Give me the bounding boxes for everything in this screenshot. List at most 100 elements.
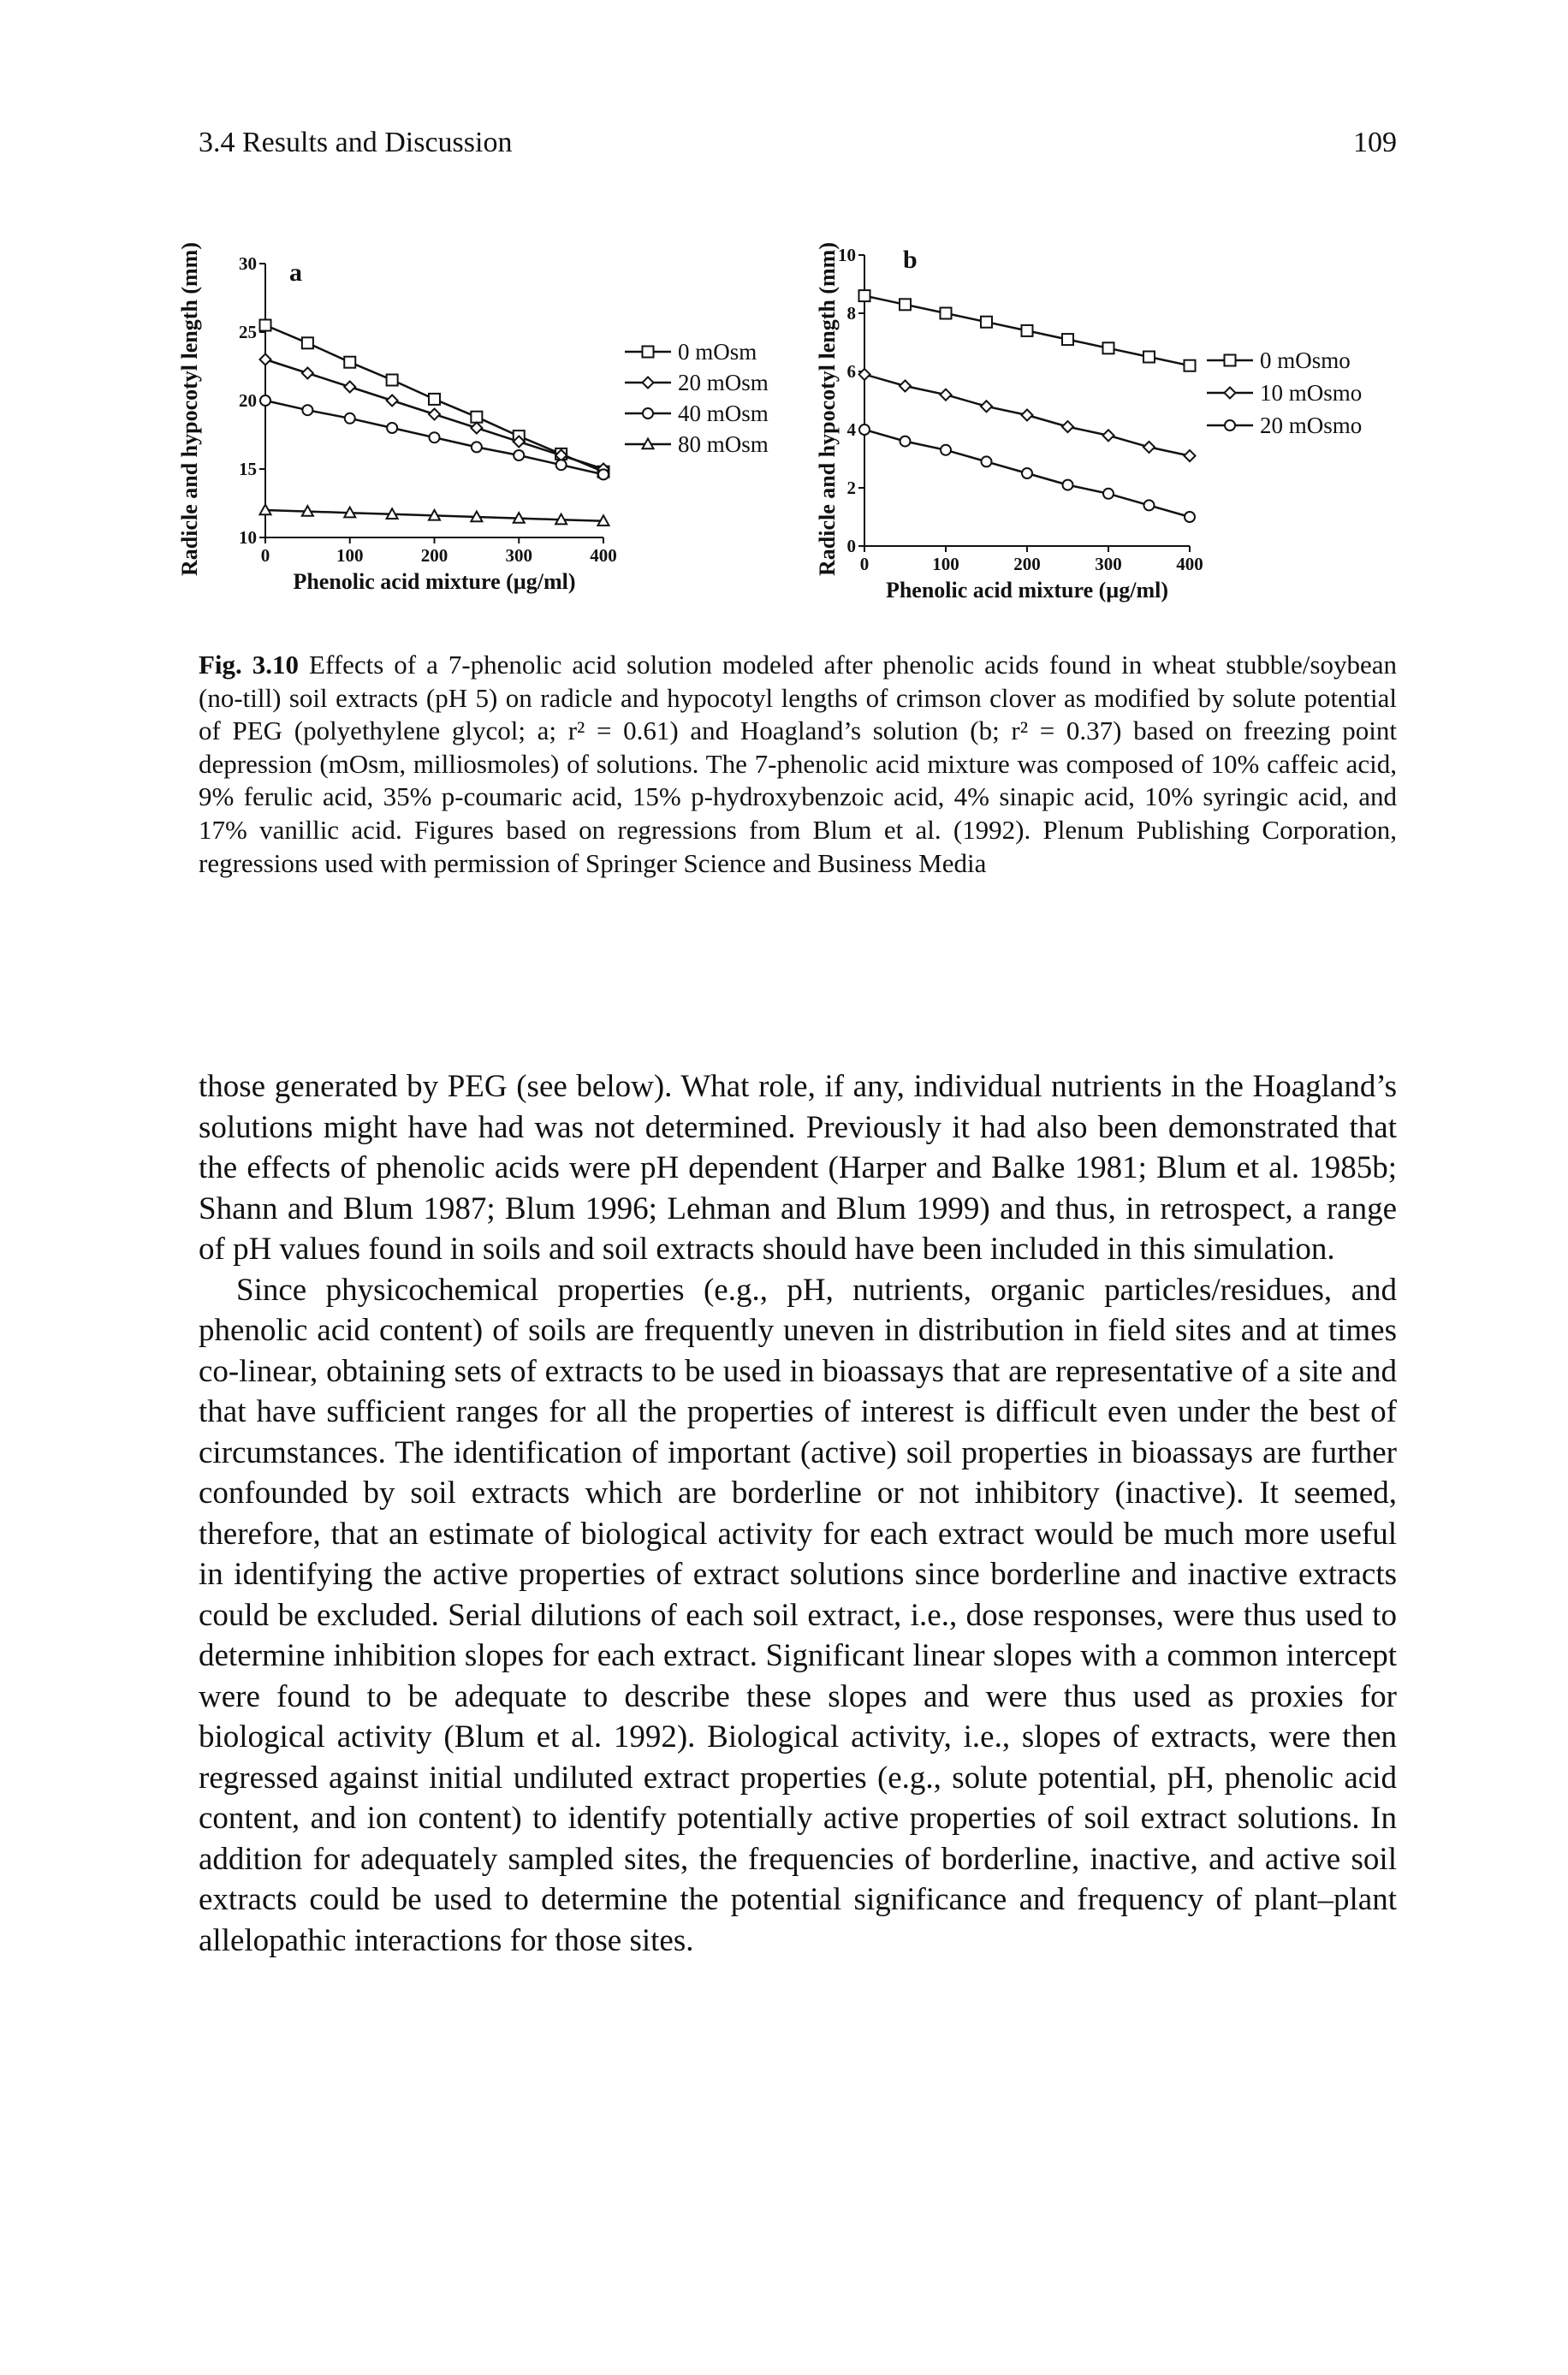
data-point (427, 508, 442, 521)
x-tick-label: 200 (1013, 554, 1041, 574)
paragraph: those generated by PEG (see below). What… (199, 1069, 1397, 1267)
legend-label: 20 mOsm (678, 370, 769, 395)
data-point (512, 435, 526, 448)
legend-label: 80 mOsm (678, 431, 769, 457)
data-point (342, 380, 357, 394)
data-point (979, 399, 994, 413)
data-point (470, 410, 484, 424)
data-point (980, 455, 993, 468)
legend-label: 0 mOsmo (1260, 347, 1351, 373)
data-point (258, 318, 272, 332)
data-point (259, 395, 271, 407)
body-text: those generated by PEG (see below). What… (199, 1066, 1397, 1961)
x-tick-label: 200 (421, 545, 448, 566)
y-tick-label: 6 (847, 361, 857, 382)
legend-label: 40 mOsm (678, 401, 769, 426)
data-point (343, 412, 356, 425)
x-tick-label: 400 (1176, 554, 1203, 574)
data-point (385, 373, 399, 387)
y-tick-label: 30 (239, 253, 257, 274)
data-point (1143, 499, 1155, 512)
data-point (469, 421, 484, 435)
data-point (513, 449, 526, 461)
legend-label: 10 mOsmo (1260, 380, 1362, 406)
data-point (596, 514, 611, 526)
x-tick-label: 0 (261, 545, 270, 566)
data-point (1020, 324, 1034, 337)
data-point (940, 443, 952, 456)
y-tick-label: 25 (239, 322, 257, 342)
page-number: 109 (1353, 127, 1397, 158)
data-point (1020, 408, 1034, 422)
y-tick-label: 20 (239, 390, 257, 411)
data-point (939, 388, 953, 402)
data-point (597, 468, 609, 481)
data-point (1183, 448, 1197, 463)
y-tick-label: 10 (838, 245, 856, 265)
legend-marker (642, 407, 654, 419)
x-tick-label: 300 (1095, 554, 1122, 574)
x-tick-label: 400 (590, 545, 617, 566)
data-point (386, 422, 399, 434)
legend-marker (641, 376, 655, 389)
data-point (1102, 487, 1114, 500)
data-point (899, 298, 912, 312)
figure-caption-text: Effects of a 7-phenolic acid solution mo… (199, 650, 1397, 878)
data-point (1060, 419, 1075, 434)
data-point (554, 512, 568, 525)
y-tick-label: 0 (847, 536, 857, 556)
data-point (899, 435, 912, 448)
data-point (343, 355, 357, 369)
legend-label: 20 mOsmo (1260, 413, 1362, 438)
x-tick-label: 0 (860, 554, 870, 574)
running-header: 3.4 Results and Discussion 109 (199, 127, 1397, 169)
data-point (1102, 428, 1115, 442)
data-point (555, 459, 567, 472)
paragraph: Since physicochemical properties (e.g., … (199, 1272, 1397, 1958)
data-point (300, 366, 315, 380)
data-point (384, 507, 400, 520)
data-point (898, 379, 912, 393)
data-point (1061, 478, 1074, 491)
data-point (342, 505, 357, 519)
data-point (939, 306, 953, 320)
legend-marker (640, 436, 656, 450)
data-point (858, 424, 870, 436)
data-point (301, 404, 314, 417)
data-point (428, 431, 441, 444)
legend-marker (1223, 353, 1237, 367)
data-point (1143, 350, 1155, 364)
data-point (858, 289, 871, 303)
x-tick-label: 300 (506, 545, 533, 566)
data-point (469, 509, 484, 523)
y-tick-label: 15 (239, 459, 257, 479)
x-tick-label: 100 (336, 545, 364, 566)
y-tick-label: 10 (239, 527, 257, 548)
data-point (512, 511, 526, 524)
legend-marker (1224, 419, 1236, 431)
legend-marker (1223, 386, 1237, 400)
legend-label: 0 mOsm (678, 339, 757, 365)
figure-label: Fig. 3.10 (199, 650, 300, 680)
data-point (258, 353, 272, 366)
x-tick-label: 100 (932, 554, 959, 574)
x-axis-label: Phenolic acid mixture (µg/ml) (886, 578, 1168, 603)
data-point (428, 392, 441, 406)
y-tick-label: 4 (847, 419, 857, 440)
data-point (980, 315, 993, 329)
y-tick-label: 8 (847, 303, 857, 324)
data-point (300, 336, 314, 350)
data-point (1021, 467, 1033, 479)
data-point (258, 502, 273, 516)
data-point (1183, 359, 1197, 372)
data-point (1184, 511, 1196, 523)
y-tick-label: 2 (847, 478, 857, 498)
data-point (858, 367, 871, 382)
panel-label: a (289, 258, 302, 287)
data-point (385, 394, 400, 407)
data-point (1061, 333, 1074, 347)
data-point (300, 504, 315, 517)
